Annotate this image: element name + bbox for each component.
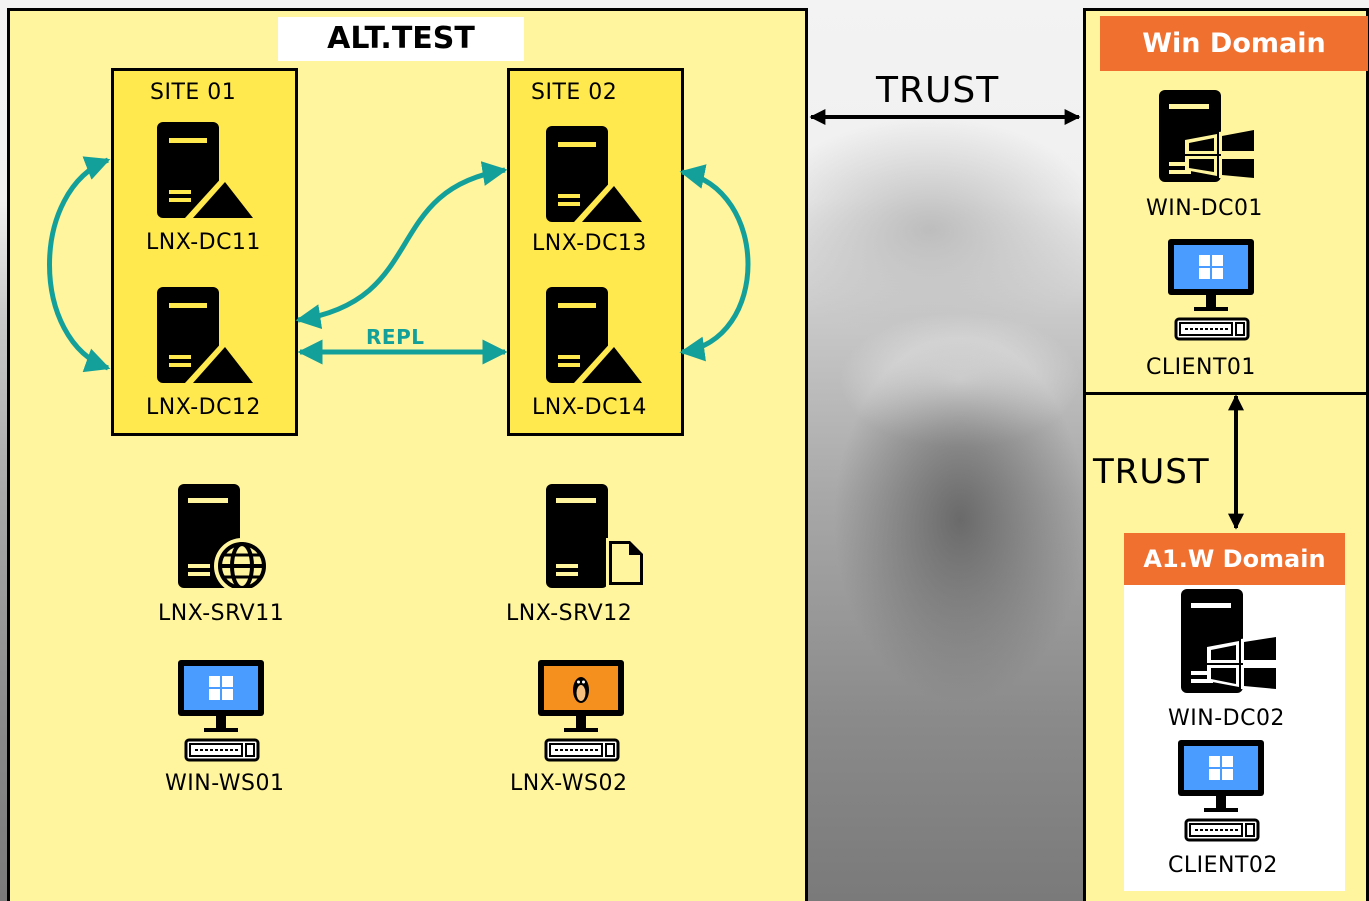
server-label-lnx-dc13: LNX-DC13 bbox=[532, 231, 647, 256]
server-label-lnx-dc14: LNX-DC14 bbox=[532, 395, 647, 420]
linux-dc-server-icon bbox=[157, 122, 257, 218]
linux-dc-server-icon bbox=[157, 287, 257, 383]
alt-test-title: ALT.TEST bbox=[278, 17, 524, 61]
windows-workstation-icon bbox=[178, 660, 264, 762]
a1w-domain-title: A1.W Domain bbox=[1124, 533, 1345, 585]
linux-dc-server-icon bbox=[546, 287, 646, 383]
server-label-lnx-dc12: LNX-DC12 bbox=[146, 395, 261, 420]
workstation-label-lnx-ws02: LNX-WS02 bbox=[510, 771, 628, 796]
server-label-lnx-srv11: LNX-SRV11 bbox=[158, 601, 285, 626]
server-label-win-dc01: WIN-DC01 bbox=[1146, 196, 1263, 221]
windows-client-icon bbox=[1168, 239, 1254, 341]
windows-server-icon bbox=[1181, 589, 1279, 693]
windows-client-icon bbox=[1178, 740, 1264, 842]
trust-label-top: TRUST bbox=[876, 70, 1000, 111]
client-label-client01: CLIENT01 bbox=[1146, 355, 1256, 380]
trust-label-right: TRUST bbox=[1093, 452, 1210, 492]
file-server-icon bbox=[546, 484, 646, 588]
server-label-win-dc02: WIN-DC02 bbox=[1168, 706, 1285, 731]
site-02-label: SITE 02 bbox=[531, 80, 618, 105]
linux-dc-server-icon bbox=[546, 126, 646, 222]
linux-workstation-icon bbox=[538, 660, 624, 762]
workstation-label-win-ws01: WIN-WS01 bbox=[165, 771, 285, 796]
windows-server-icon bbox=[1159, 90, 1257, 182]
site-01-label: SITE 01 bbox=[150, 80, 237, 105]
repl-label: REPL bbox=[366, 325, 425, 349]
web-server-icon bbox=[178, 484, 270, 588]
server-label-lnx-dc11: LNX-DC11 bbox=[146, 230, 261, 255]
win-domain-title: Win Domain bbox=[1100, 16, 1368, 71]
server-label-lnx-srv12: LNX-SRV12 bbox=[506, 601, 633, 626]
client-label-client02: CLIENT02 bbox=[1168, 853, 1278, 878]
